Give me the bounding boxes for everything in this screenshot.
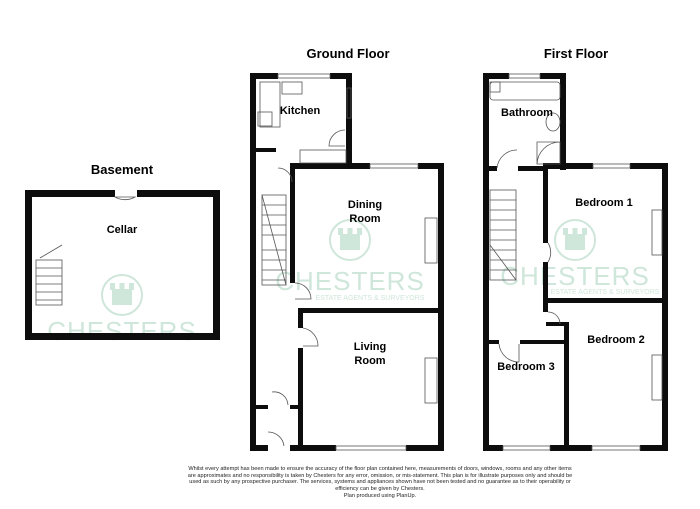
door-icon — [547, 242, 552, 263]
stairs-icon — [35, 244, 63, 306]
kitchen-counter — [259, 81, 281, 128]
room-dining-line2: Room — [349, 213, 380, 225]
window-icon — [502, 445, 551, 451]
radiator-icon — [651, 354, 663, 401]
window-icon — [591, 445, 641, 451]
room-bathroom: Bathroom — [501, 107, 553, 119]
watermark-brand: CHESTERS — [275, 266, 425, 296]
watermark-basement: CHESTERS — [47, 274, 197, 346]
room-cellar: Cellar — [107, 224, 138, 236]
door-icon — [267, 431, 285, 447]
first-floor-title: First Floor — [544, 46, 608, 61]
disclaimer-line: efficiency can be given by Chesters. — [335, 486, 425, 493]
stairs-icon — [489, 189, 517, 281]
room-living-line2: Room — [354, 355, 385, 367]
disclaimer-line: Plan produced using PlanUp. — [343, 492, 417, 499]
room-bedroom-3: Bedroom 3 — [497, 361, 554, 373]
door-icon — [271, 391, 289, 406]
door-icon — [294, 282, 312, 300]
window-icon — [346, 87, 352, 119]
door-icon — [328, 129, 346, 147]
watermark-brand: CHESTERS — [47, 316, 197, 346]
radiator-icon — [424, 217, 438, 264]
window-icon — [335, 445, 407, 451]
toilet-icon — [545, 112, 561, 132]
disclaimer-line: Whilst every attempt has been made to en… — [188, 466, 572, 472]
window-icon — [369, 163, 419, 169]
radiator-icon — [424, 357, 438, 404]
room-dining-line1: Dining — [348, 199, 382, 211]
basement-title: Basement — [91, 162, 154, 177]
radiator-icon — [651, 209, 663, 256]
room-living-line1: Living — [354, 341, 386, 353]
window-icon — [508, 73, 541, 79]
door-icon — [496, 149, 518, 169]
door-icon — [302, 327, 319, 347]
watermark-tagline: ESTATE AGENTS & SURVEYORS — [316, 295, 425, 302]
door-icon — [113, 196, 137, 201]
shower-icon — [536, 141, 561, 165]
watermark-tagline: ESTATE AGENTS & SURVEYORS — [551, 289, 660, 296]
bath-icon — [489, 81, 561, 101]
ground-floor-title: Ground Floor — [306, 46, 389, 61]
window-icon — [277, 73, 331, 79]
window-icon — [592, 163, 631, 169]
ground-floor-plan — [250, 73, 444, 451]
watermark-ground: CHESTERS ESTATE AGENTS & SURVEYORS — [275, 219, 425, 302]
hob-icon — [257, 111, 273, 127]
door-icon — [498, 343, 520, 363]
room-kitchen: Kitchen — [280, 105, 321, 117]
watermark-first: CHESTERS ESTATE AGENTS & SURVEYORS — [500, 219, 660, 296]
watermark-brand: CHESTERS — [500, 261, 650, 291]
stairs-icon — [261, 194, 287, 286]
room-bedroom-2: Bedroom 2 — [587, 334, 644, 346]
sink-icon — [281, 81, 303, 95]
disclaimer-line: are approximates and no responsibility i… — [187, 472, 573, 479]
basement-plan — [25, 190, 220, 340]
door-icon — [547, 311, 561, 325]
room-bedroom-1: Bedroom 1 — [575, 197, 632, 209]
first-floor-plan — [483, 73, 668, 451]
disclaimer: Whilst every attempt has been made to en… — [60, 466, 700, 500]
disclaimer-line: used as such by any prospective purchase… — [189, 479, 571, 486]
door-icon — [277, 167, 293, 183]
basin-icon — [489, 81, 501, 93]
